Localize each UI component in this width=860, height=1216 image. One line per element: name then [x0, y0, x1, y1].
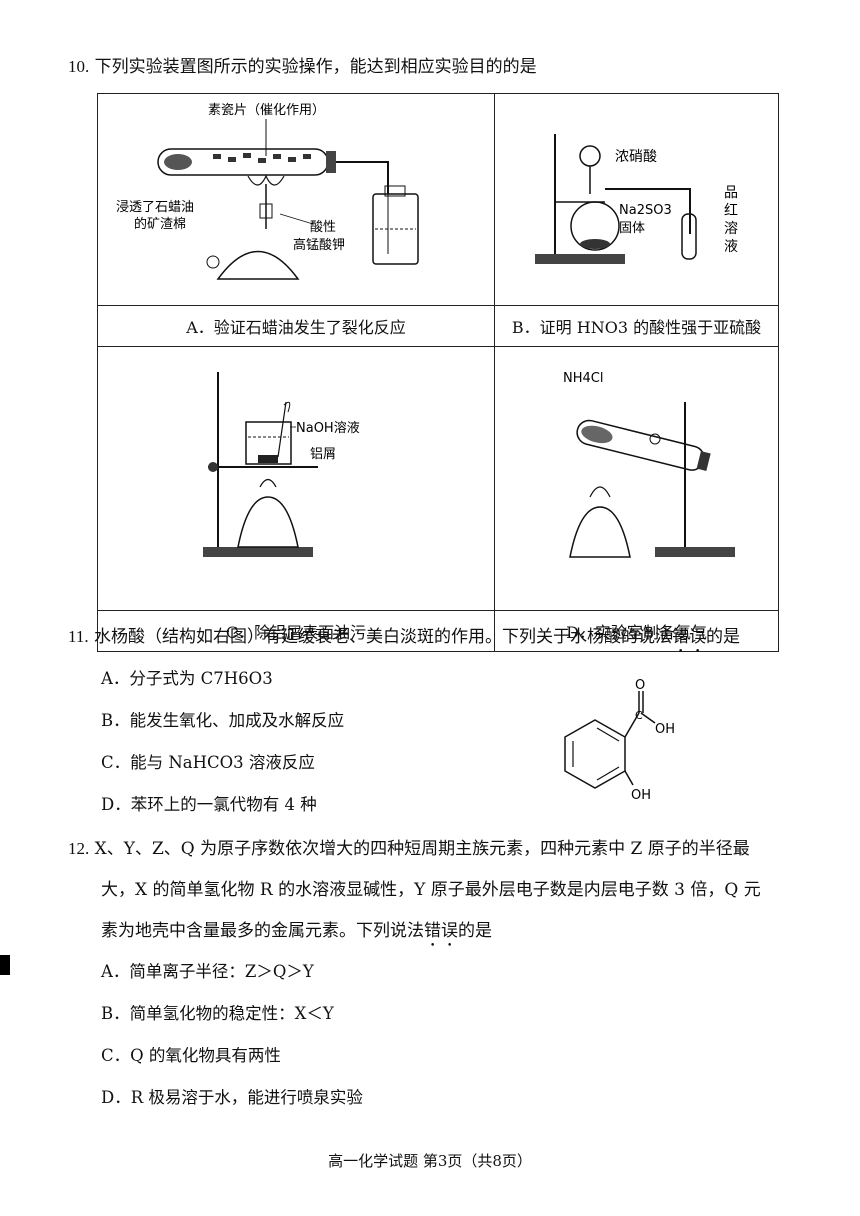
- panel-c-figure: NaOH溶液 铝屑: [97, 346, 495, 611]
- ammonia-prep-diagram: NH4Cl: [563, 371, 735, 558]
- flask-icon: [570, 201, 620, 251]
- q12-number: 12.: [68, 839, 90, 858]
- q12-option-a: A．简单离子半径：Z＞Q＞Y: [101, 962, 314, 981]
- q11-option-d: D．苯环上的一氯代物有 4 种: [101, 795, 317, 814]
- panel-d-figure: NH4Cl: [494, 346, 779, 611]
- label-rong: 溶: [724, 221, 738, 237]
- label-naoh-solution: NaOH溶液: [296, 421, 360, 436]
- panel-a-figure: 素瓷片（催化作用）: [97, 93, 495, 306]
- q12-option-b: B．简单氢化物的稳定性：X＜Y: [101, 1004, 334, 1023]
- label-aluminum-chips: 铝屑: [310, 447, 336, 462]
- magenta-test-tube-icon: [681, 213, 697, 260]
- label-kmno4: 高锰酸钾: [293, 237, 345, 253]
- label-porcelain-chips: 素瓷片（催化作用）: [208, 103, 325, 118]
- panel-b-caption: B．证明 HNO3 的酸性强于亚硫酸: [494, 305, 779, 347]
- page-footer: 高一化学试题 第3页（共8页）: [328, 1152, 532, 1170]
- label-na2so3: Na2SO3: [619, 203, 672, 218]
- label-hong: 红: [724, 203, 738, 219]
- alcohol-lamp-icon: [237, 496, 299, 548]
- panel-c-caption: C．除铝屑表面油污: [97, 610, 495, 652]
- q11-emphasis: 错误: [672, 627, 707, 647]
- scan-edge-mark: [0, 955, 10, 975]
- label-phenol-oh: OH: [631, 788, 651, 803]
- q11-stem: 11. 水杨酸（结构如右图）有延缓衰老、美白淡斑的作用。下列关于水杨酸的说法错误…: [68, 627, 741, 647]
- panel-d-caption: D．实验室制备氨气: [494, 610, 779, 652]
- label-acidic: 酸性: [310, 220, 336, 235]
- label-nh4cl: NH4Cl: [563, 371, 603, 386]
- label-solid: 固体: [619, 221, 645, 236]
- label-paraffin-soaked: 浸透了石蜡油: [116, 200, 194, 215]
- q12-option-c: C．Q 的氧化物具有两性: [101, 1046, 281, 1065]
- q12-emphasis: 错误: [424, 921, 458, 941]
- kmno4-bottle-icon: [372, 193, 419, 265]
- q11-option-a: A．分子式为 C7H6O3: [101, 669, 273, 688]
- q11-number: 11.: [68, 627, 89, 646]
- label-carboxyl-c: C: [635, 709, 643, 722]
- cracking-apparatus-diagram: 素瓷片（催化作用）: [116, 103, 419, 280]
- label-carbonyl-o: O: [635, 678, 645, 693]
- alcohol-burner-icon: [216, 250, 300, 280]
- salicylic-acid-structure: O C OH OH: [564, 678, 675, 803]
- mineral-wool-icon: [164, 154, 192, 170]
- label-ye: 液: [724, 239, 738, 255]
- sulfite-apparatus-diagram: 浓硝酸 Na2SO3 固体 品 红 溶 液: [535, 134, 738, 264]
- label-conc-nitric-acid: 浓硝酸: [615, 149, 657, 165]
- q10-apparatus-table: 素瓷片（催化作用）: [97, 93, 779, 652]
- q12-stem-line-2: 大，X 的简单氢化物 R 的水溶液显碱性，Y 原子最外层电子数是内层电子数 3 …: [101, 880, 761, 900]
- panel-b-figure: 浓硝酸 Na2SO3 固体 品 红 溶 液: [494, 93, 779, 306]
- q12-stem-line-3: 素为地壳中含量最多的金属元素。下列说法错误的是: [101, 921, 492, 941]
- panel-a-caption: A．验证石蜡油发生了裂化反应: [97, 305, 495, 347]
- label-pin: 品: [724, 185, 738, 201]
- burner-icon: [569, 506, 631, 558]
- label-mineral-wool: 的矿渣棉: [134, 216, 186, 232]
- aluminum-wash-diagram: NaOH溶液 铝屑: [203, 372, 360, 557]
- beaker-icon: [245, 421, 292, 465]
- q12-stem-line-1: 12. X、Y、Z、Q 为原子序数依次增大的四种短周期主族元素，四种元素中 Z …: [68, 839, 750, 859]
- separatory-funnel-icon: [579, 145, 601, 167]
- q12-option-d: D．R 极易溶于水，能进行喷泉实验: [101, 1088, 363, 1107]
- q10-stem-text: 下列实验装置图所示的实验操作，能达到相应实验目的的是: [94, 57, 537, 77]
- q11-option-c: C．能与 NaHCO3 溶液反应: [101, 753, 315, 772]
- q10-stem: 10. 下列实验装置图所示的实验操作，能达到相应实验目的的是: [68, 52, 537, 77]
- label-carboxyl-oh: OH: [655, 722, 675, 737]
- q11-option-b: B．能发生氧化、加成及水解反应: [101, 711, 345, 730]
- q10-number: 10.: [68, 57, 90, 76]
